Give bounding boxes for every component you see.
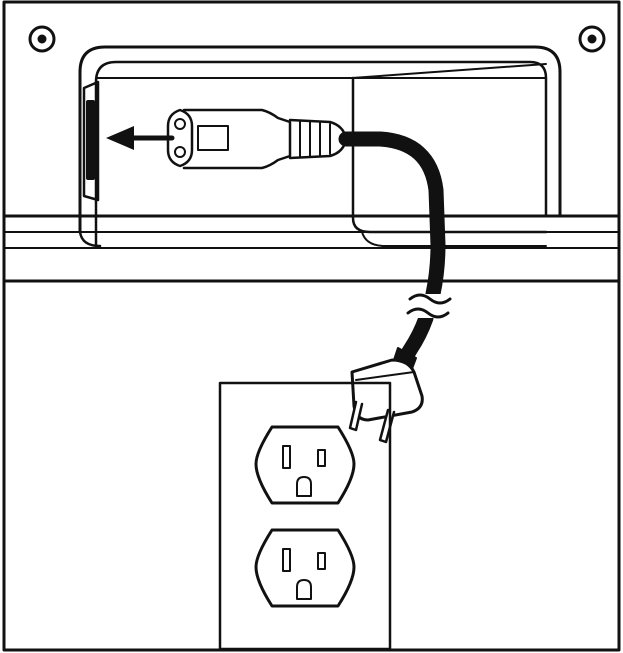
outlet-receptacle-lower	[254, 528, 356, 608]
connector-body	[182, 108, 292, 170]
outlet-slot-neutral	[282, 548, 291, 572]
plug-prong-left	[348, 400, 364, 432]
wall-outlet-plate	[218, 381, 392, 651]
cord-lower	[396, 310, 434, 368]
bay-ceiling-slope	[351, 63, 547, 79]
bay-outline-inner	[94, 60, 548, 248]
connection-bay	[78, 45, 562, 248]
cord-break-mark	[404, 293, 456, 319]
outlet-plate-frame	[218, 381, 392, 651]
mounting-screw-left	[28, 25, 56, 53]
connector-pin-hole-top	[174, 118, 186, 130]
cord-upper	[338, 131, 446, 302]
outlet-slot-hot	[317, 552, 326, 570]
bay-left-curve	[78, 230, 102, 248]
plug-body-edge	[355, 371, 415, 381]
outlet-slot-hot	[317, 449, 326, 467]
power-inlet-port	[82, 80, 100, 202]
two-prong-plug	[348, 347, 424, 444]
connector-face	[166, 108, 194, 168]
bay-outline-outer	[78, 45, 562, 234]
power-cord	[338, 131, 446, 368]
direction-arrow	[106, 126, 175, 150]
strain-relief	[288, 118, 348, 160]
outlet-slot-neutral	[282, 445, 291, 469]
outlet-ground-hole	[296, 579, 312, 600]
bay-partition-lip	[361, 231, 547, 247]
mounting-screw-right	[578, 25, 606, 53]
bay-partition	[351, 76, 548, 234]
outlet-receptacle-upper	[254, 425, 356, 505]
outlet-ground-hole	[296, 476, 312, 497]
connector-pin-hole-bottom	[174, 146, 186, 158]
connector-plug	[166, 108, 348, 170]
connector-grip	[197, 125, 229, 151]
